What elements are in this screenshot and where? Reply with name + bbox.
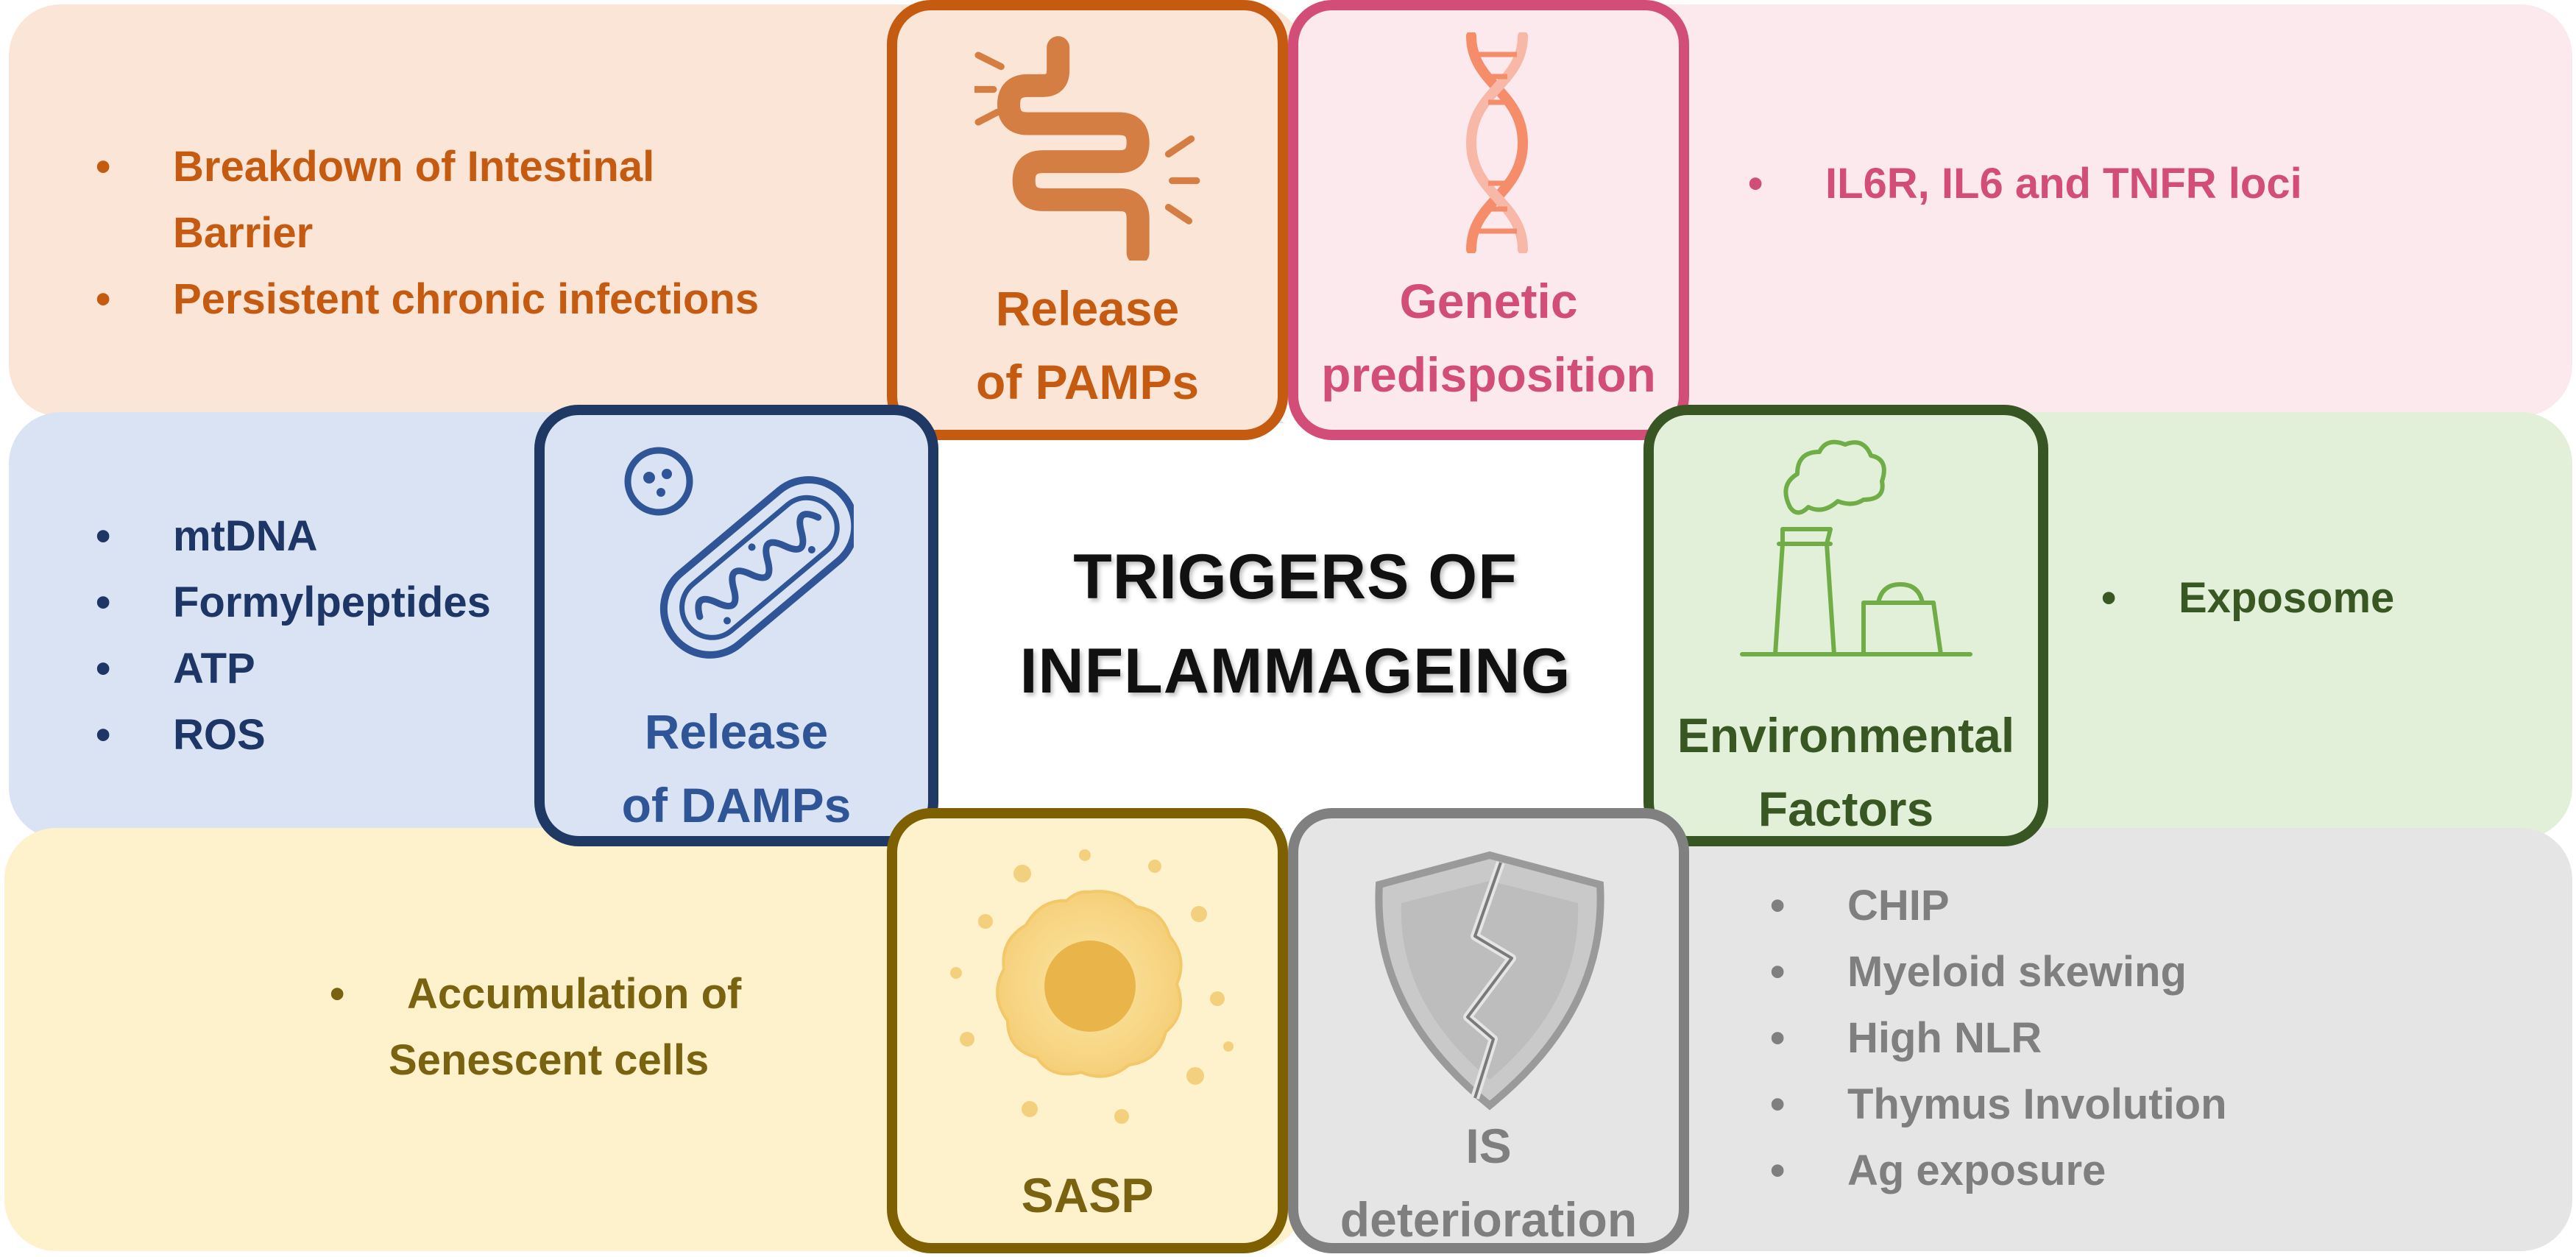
genetic-label-line-1: Genetic [1399, 274, 1578, 328]
sasp-bullet-continuation: Senescent cells [389, 1036, 710, 1084]
pamps-label-line-1: Release [995, 281, 1180, 336]
environment-bullet: Exposome [2101, 565, 2394, 631]
dna-icon [1465, 32, 1529, 253]
pamps-bullet: Breakdown of Intestinal [96, 134, 759, 200]
genetic-bullets: IL6R, IL6 and TNFR loci [1748, 151, 2302, 217]
broken-shield-icon [1375, 851, 1604, 1111]
is-bullets: CHIP Myeloid skewing High NLR Thymus Inv… [1770, 873, 2227, 1204]
is-bullet: Ag exposure [1770, 1138, 2227, 1204]
sasp-label-line-1: SASP [1021, 1168, 1154, 1222]
damps-label-line-2: of DAMPs [621, 778, 852, 832]
sasp-bullet: Accumulation of [330, 961, 741, 1027]
is-bullet: CHIP [1770, 873, 2227, 939]
genetic-bullet: IL6R, IL6 and TNFR loci [1748, 151, 2302, 217]
damps-label-line-1: Release [644, 704, 829, 759]
pamps-label: Release of PAMPs [897, 272, 1278, 419]
is-label-line-1: IS [1465, 1119, 1512, 1173]
pamps-label-line-2: of PAMPs [975, 355, 1200, 409]
environment-label: Environmental Factors [1654, 698, 2038, 836]
damps-label: Release of DAMPs [545, 695, 928, 836]
environment-bullets: Exposome [2101, 565, 2394, 631]
environment-box: Environmental Factors [1643, 405, 2048, 846]
genetic-label-line-2: predisposition [1321, 347, 1656, 402]
senescent-cell-icon [950, 849, 1234, 1124]
pamps-bullet: Persistent chronic infections [96, 266, 759, 333]
mitochondrion-icon [624, 447, 854, 659]
pamps-bullet-continuation: Barrier [173, 209, 314, 257]
page-title: TRIGGERS OF INFLAMMAGEING [942, 530, 1649, 718]
center-area [924, 423, 1660, 828]
is-box: IS deterioration [1288, 808, 1689, 1253]
sasp-label: SASP [897, 1158, 1278, 1232]
is-bullet: Thymus Involution [1770, 1072, 2227, 1138]
genetic-box: Genetic predisposition [1288, 0, 1689, 440]
pamps-box: Release of PAMPs [887, 0, 1288, 440]
is-label: IS deterioration [1298, 1109, 1679, 1247]
sasp-bullets: Accumulation of Senescent cells [330, 961, 741, 1094]
title-line-2: INFLAMMAGEING [1019, 636, 1571, 707]
damps-bullets: mtDNA Formylpeptides ATP ROS [96, 503, 491, 768]
title-line-1: TRIGGERS OF [1073, 542, 1518, 612]
damps-bullet: ATP [96, 636, 491, 702]
sasp-box: SASP [887, 808, 1288, 1253]
factory-icon [1740, 439, 1972, 656]
damps-bullet: ROS [96, 702, 491, 768]
damps-box: Release of DAMPs [534, 405, 938, 846]
pamps-bullets: Breakdown of Intestinal Barrier Persiste… [96, 134, 759, 333]
is-label-line-2: deterioration [1340, 1192, 1638, 1247]
damps-bullet: Formylpeptides [96, 570, 491, 636]
is-bullet: High NLR [1770, 1005, 2227, 1072]
environment-label-line-1: Environmental [1677, 708, 2015, 762]
damps-bullet: mtDNA [96, 503, 491, 570]
is-bullet: Myeloid skewing [1770, 939, 2227, 1005]
genetic-label: Genetic predisposition [1298, 264, 1679, 411]
environment-label-line-2: Factors [1758, 782, 1934, 836]
intestine-icon [974, 36, 1200, 261]
